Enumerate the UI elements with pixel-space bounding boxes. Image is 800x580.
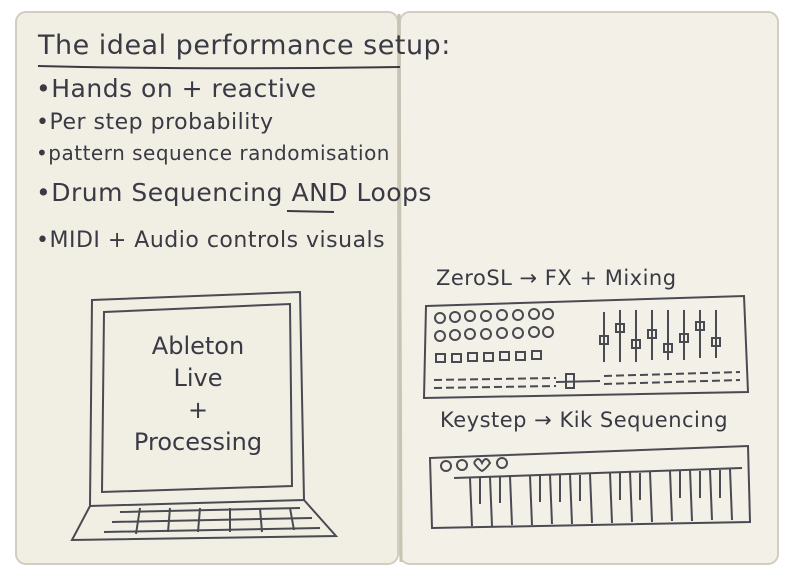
binding-gutter <box>397 13 403 563</box>
page-title: The ideal performance setup: <box>38 30 451 61</box>
keystep-keyboard-sketch-icon <box>428 444 752 530</box>
laptop-sketch-icon <box>70 290 339 542</box>
bullet-hands-on: •Hands on + reactive <box>36 74 317 103</box>
zerosl-label: ZeroSL → FX + Mixing <box>436 266 677 290</box>
bullet-midi-audio: •MIDI + Audio controls visuals <box>36 228 386 253</box>
zerosl-controller-sketch-icon <box>422 294 750 400</box>
bullet-randomisation: •pattern sequence randomisation <box>36 141 390 165</box>
and-underline <box>286 210 335 213</box>
bullet-probability: •Per step probability <box>36 110 274 135</box>
laptop-screen-text: Ableton Live + Processing <box>133 332 263 456</box>
bullet-drum-sequencing: •Drum Sequencing AND Loops <box>36 178 432 207</box>
title-underline <box>37 65 401 70</box>
keystep-label: Keystep → Kik Sequencing <box>440 408 729 432</box>
